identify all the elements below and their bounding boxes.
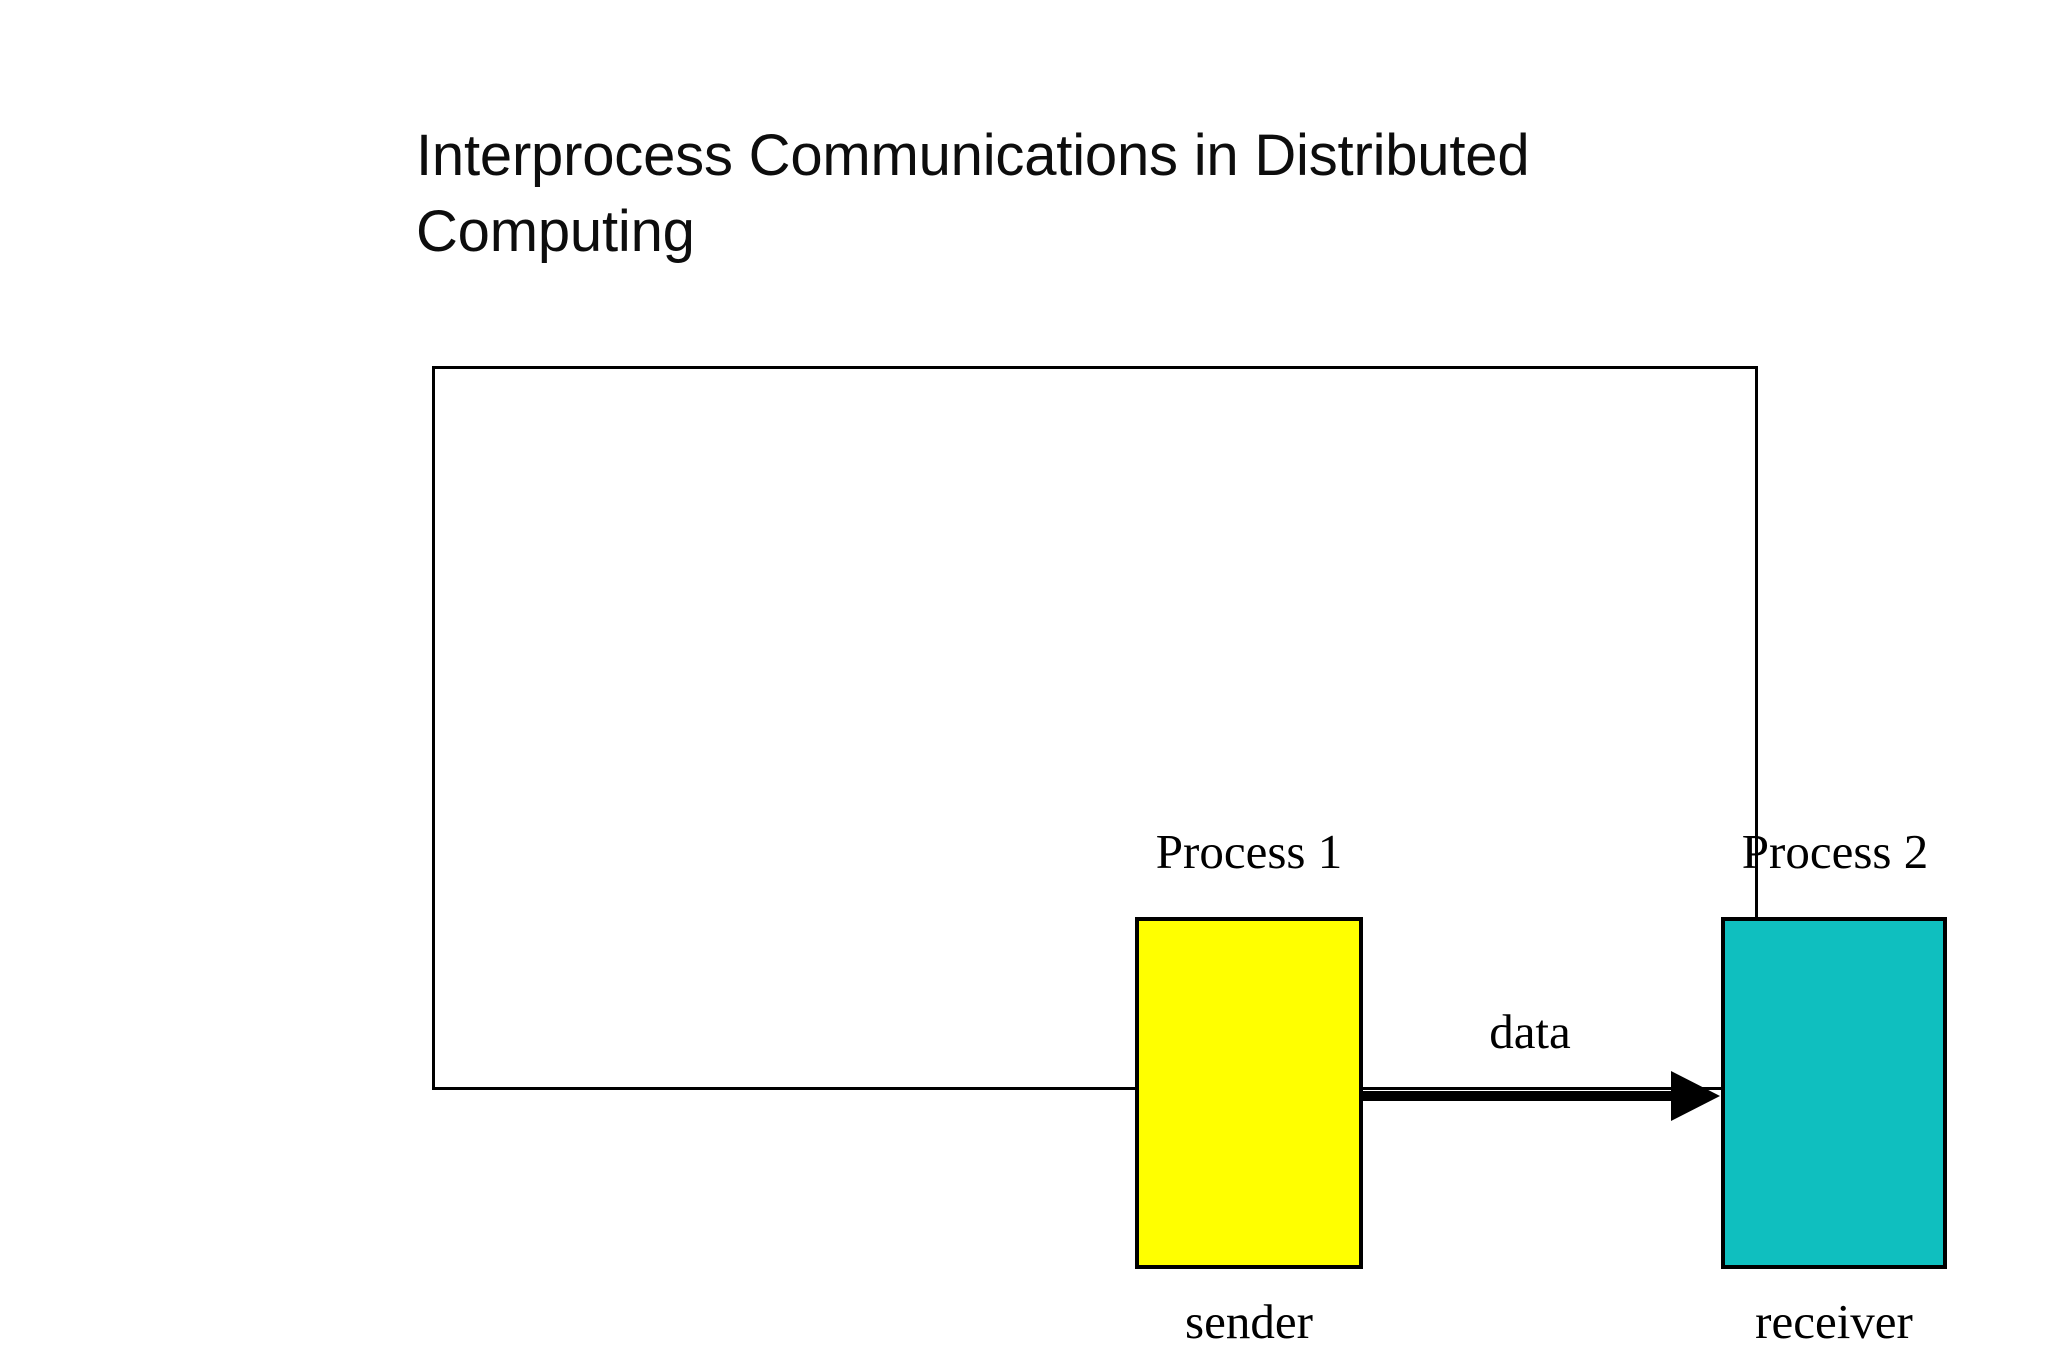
process-1-label: Process 1	[1155, 824, 1343, 879]
data-flow-arrow	[1363, 1067, 1723, 1125]
data-flow-label: data	[1489, 1004, 1571, 1059]
arrow-right-icon	[1363, 1071, 1720, 1121]
process-1-box[interactable]	[1135, 917, 1363, 1269]
process-2-box[interactable]	[1721, 917, 1947, 1269]
process-2-label: Process 2	[1741, 824, 1929, 879]
process-1-caption: sender	[1185, 1294, 1313, 1349]
process-2-caption: receiver	[1755, 1294, 1913, 1349]
diagram-frame: Process 1 sender Process 2 receiver data	[432, 366, 1947, 1346]
page-title: Interprocess Communications in Distribut…	[416, 123, 1530, 264]
